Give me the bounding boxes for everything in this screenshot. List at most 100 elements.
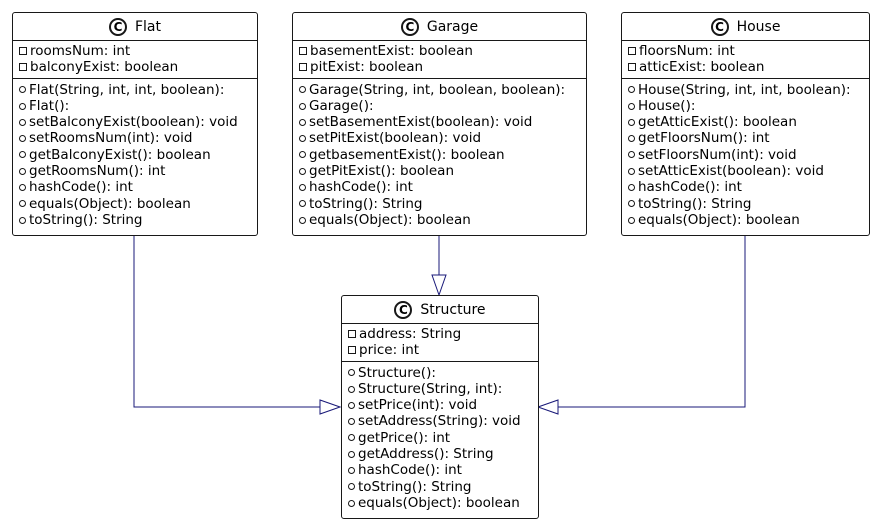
method-text: toString(): String — [638, 195, 752, 212]
attribute-row: floorsNum: int — [622, 43, 869, 59]
public-visibility-icon — [19, 102, 26, 110]
method-row: getAtticExist(): boolean — [622, 114, 869, 130]
public-visibility-icon — [19, 86, 26, 94]
method-row: Garage(String, int, boolean, boolean): — [293, 82, 586, 98]
method-text: setBalconyExist(boolean): void — [29, 114, 238, 131]
method-text: setAtticExist(boolean): void — [638, 163, 824, 180]
public-visibility-icon — [628, 151, 635, 159]
method-row: equals(Object): boolean — [342, 495, 538, 511]
method-row: toString(): String — [13, 212, 257, 228]
public-visibility-icon — [348, 499, 355, 507]
public-visibility-icon — [299, 118, 306, 126]
public-visibility-icon — [299, 184, 306, 192]
method-row: House(String, int, int, boolean): — [622, 82, 869, 98]
method-row: setPitExist(boolean): void — [293, 130, 586, 146]
public-visibility-icon — [19, 184, 26, 192]
public-visibility-icon — [348, 369, 355, 377]
attribute-text: address: String — [359, 326, 462, 342]
method-row: getAddress(): String — [342, 446, 538, 462]
method-row: hashCode(): int — [293, 179, 586, 195]
method-text: setRoomsNum(int): void — [29, 130, 193, 147]
method-row: getPitExist(): boolean — [293, 163, 586, 179]
public-visibility-icon — [299, 216, 306, 224]
method-text: getFloorsNum(): int — [638, 130, 770, 147]
private-visibility-icon — [628, 47, 636, 56]
method-row: getBalconyExist(): boolean — [13, 147, 257, 163]
public-visibility-icon — [348, 401, 355, 409]
public-visibility-icon — [19, 135, 26, 143]
method-row: hashCode(): int — [13, 179, 257, 195]
structure-methods: Structure():Structure(String, int):setPr… — [342, 362, 538, 514]
method-row: hashCode(): int — [622, 179, 869, 195]
edge-house-to-structure — [558, 236, 746, 408]
public-visibility-icon — [299, 86, 306, 94]
attribute-text: basementExist: boolean — [310, 43, 473, 59]
garage-class-name: Garage — [426, 18, 479, 35]
attribute-text: atticExist: boolean — [639, 59, 765, 76]
method-row: getbasementExist(): boolean — [293, 147, 586, 163]
attribute-text: pitExist: boolean — [310, 59, 424, 76]
method-row: toString(): String — [342, 479, 538, 495]
attribute-text: floorsNum: int — [639, 43, 735, 59]
method-text: hashCode(): int — [309, 179, 413, 196]
method-row: House(): — [622, 98, 869, 114]
method-text: Garage(): — [309, 97, 374, 114]
attribute-text: balconyExist: boolean — [30, 59, 179, 76]
method-text: getPrice(): int — [358, 429, 451, 446]
attribute-row: price: int — [342, 342, 538, 358]
arrowhead-flat-structure — [319, 399, 342, 415]
method-text: equals(Object): boolean — [29, 195, 191, 212]
method-text: Structure(String, int): — [358, 380, 503, 397]
method-row: setFloorsNum(int): void — [622, 147, 869, 163]
edge-flat-to-structure — [133, 236, 320, 408]
method-text: setPrice(int): void — [358, 397, 478, 414]
public-visibility-icon — [299, 167, 306, 175]
private-visibility-icon — [348, 346, 356, 355]
public-visibility-icon — [348, 385, 355, 393]
method-row: setRoomsNum(int): void — [13, 130, 257, 146]
method-text: Flat(): — [29, 97, 70, 114]
attribute-row: balconyExist: boolean — [13, 59, 257, 75]
public-visibility-icon — [348, 467, 355, 475]
house-class-name: House — [736, 18, 781, 35]
public-visibility-icon — [19, 216, 26, 224]
attribute-row: address: String — [342, 326, 538, 342]
method-text: getRoomsNum(): int — [29, 163, 166, 180]
method-text: equals(Object): boolean — [309, 211, 471, 228]
method-row: hashCode(): int — [342, 462, 538, 478]
public-visibility-icon — [628, 167, 635, 175]
method-text: toString(): String — [29, 211, 143, 228]
class-badge-icon: C — [108, 17, 127, 36]
flat-methods: Flat(String, int, int, boolean):Flat():s… — [13, 79, 257, 231]
method-text: equals(Object): boolean — [638, 211, 800, 228]
public-visibility-icon — [628, 184, 635, 192]
class-badge-icon: C — [394, 300, 413, 319]
attribute-row: roomsNum: int — [13, 43, 257, 59]
attribute-row: basementExist: boolean — [293, 43, 586, 59]
method-text: setPitExist(boolean): void — [309, 130, 482, 147]
method-row: setAtticExist(boolean): void — [622, 163, 869, 179]
method-text: Structure(): — [358, 364, 436, 381]
method-row: setBasementExist(boolean): void — [293, 114, 586, 130]
attribute-text: price: int — [359, 342, 420, 359]
house-methods: House(String, int, int, boolean):House()… — [622, 79, 869, 231]
method-text: getAtticExist(): boolean — [638, 114, 797, 131]
arrowhead-garage-structure — [431, 274, 447, 297]
public-visibility-icon — [299, 102, 306, 110]
method-text: setFloorsNum(int): void — [638, 146, 797, 163]
public-visibility-icon — [299, 135, 306, 143]
method-row: Garage(): — [293, 98, 586, 114]
method-row: getFloorsNum(): int — [622, 130, 869, 146]
method-row: setAddress(String): void — [342, 413, 538, 429]
class-badge-icon: C — [710, 17, 729, 36]
method-row: getPrice(): int — [342, 430, 538, 446]
public-visibility-icon — [299, 200, 306, 208]
method-text: toString(): String — [309, 195, 423, 212]
